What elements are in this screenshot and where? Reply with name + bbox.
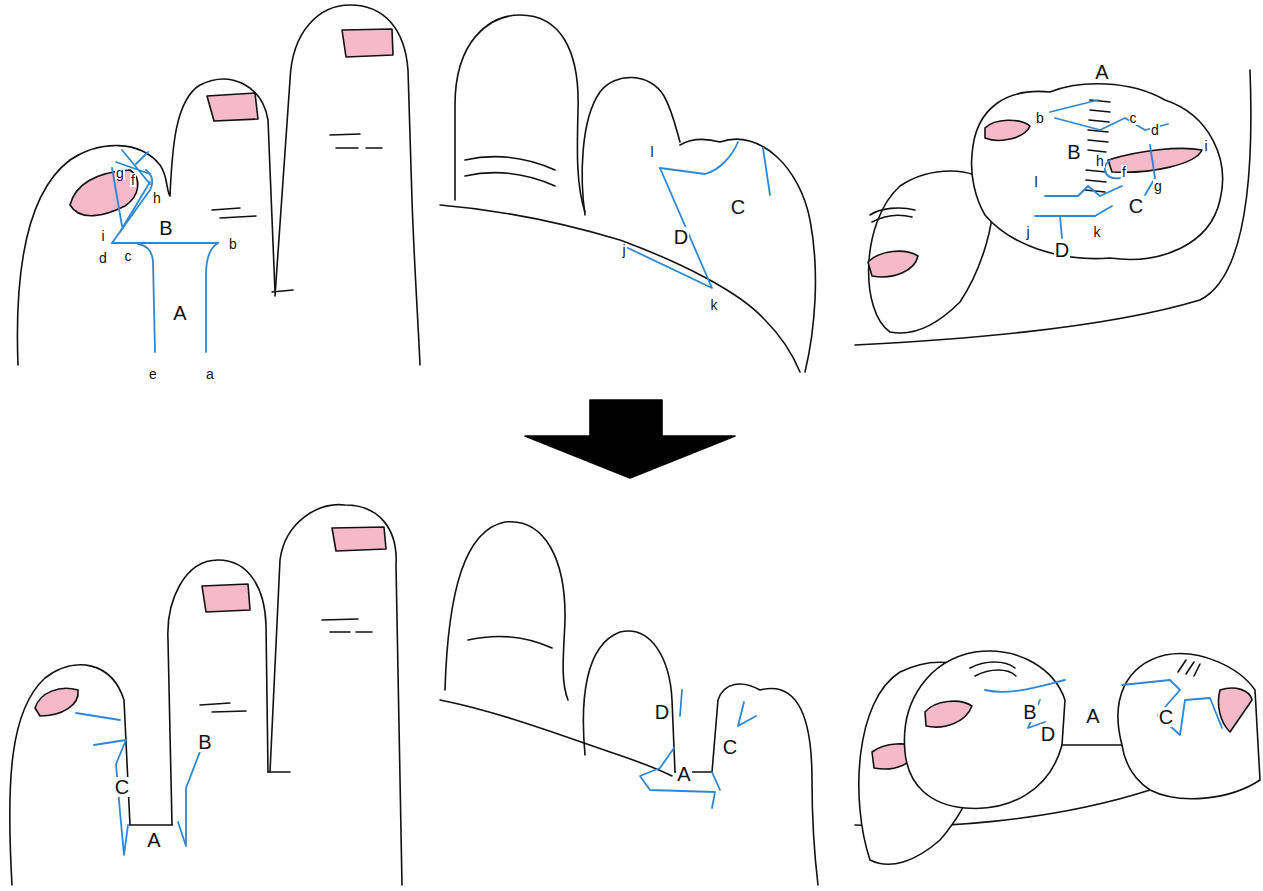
plantar-toes-after xyxy=(440,522,818,885)
point-label: g xyxy=(115,166,125,180)
point-label: f xyxy=(130,173,136,187)
transition-arrow xyxy=(525,400,735,478)
plantar-toes-before xyxy=(440,15,815,372)
flap-label: C xyxy=(1158,707,1174,727)
flap-label: C xyxy=(730,197,746,217)
oblique-toes-after xyxy=(855,651,1260,864)
flap-label: D xyxy=(673,227,689,247)
point-label: l xyxy=(649,145,654,159)
flap-label: A xyxy=(1094,62,1109,82)
flap-label: B xyxy=(197,732,212,752)
flap-label: D xyxy=(654,702,670,722)
point-label: d xyxy=(98,251,108,265)
point-label: f xyxy=(1121,165,1127,179)
incision-lines xyxy=(640,690,756,808)
flap-label: C xyxy=(1128,196,1144,216)
incision-lines xyxy=(985,680,1222,735)
dorsal-toes-before xyxy=(17,5,420,365)
flap-label: B xyxy=(1066,142,1081,162)
point-label: h xyxy=(1095,154,1105,168)
point-label: a xyxy=(205,367,215,381)
point-label: i xyxy=(100,229,105,243)
flap-label: A xyxy=(146,830,161,850)
point-label: j xyxy=(621,243,626,257)
point-label: k xyxy=(710,298,719,312)
flap-label: D xyxy=(1054,240,1070,260)
point-label: j xyxy=(1025,225,1030,239)
point-label: k xyxy=(1093,225,1102,239)
incision-lines xyxy=(1035,100,1168,238)
flap-label: A xyxy=(1085,706,1100,726)
incision-lines xyxy=(112,150,218,352)
incision-lines xyxy=(628,142,770,288)
point-label: e xyxy=(148,367,158,381)
flap-label: D xyxy=(1040,724,1056,744)
point-label: b xyxy=(1035,111,1045,125)
flap-label: A xyxy=(172,303,187,323)
point-label: g xyxy=(1153,179,1163,193)
flap-label: C xyxy=(722,737,738,757)
flap-label: C xyxy=(114,777,130,797)
point-label: l xyxy=(1033,175,1038,189)
oblique-toes-before xyxy=(855,70,1251,345)
dorsal-toes-after xyxy=(10,505,402,885)
point-label: c xyxy=(124,249,133,263)
point-label: c xyxy=(1129,111,1138,125)
point-label: i xyxy=(1203,139,1208,153)
point-label: d xyxy=(1150,123,1160,137)
flap-label: A xyxy=(676,764,691,784)
point-label: h xyxy=(152,191,162,205)
flap-label: B xyxy=(158,218,173,238)
point-label: b xyxy=(228,237,238,251)
flap-label: B xyxy=(1022,702,1037,722)
incision-lines xyxy=(76,713,206,855)
